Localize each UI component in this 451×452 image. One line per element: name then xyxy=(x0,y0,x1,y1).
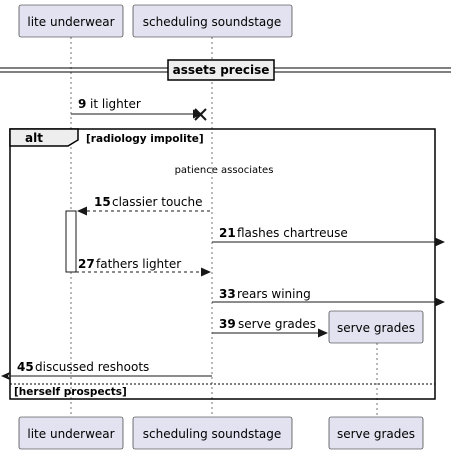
message-21-text: flashes chartreuse xyxy=(237,226,348,240)
alt-guard-1: [radiology impolite] xyxy=(86,133,204,145)
message-21: 21 flashes chartreuse xyxy=(212,226,445,247)
message-39: 39 serve grades xyxy=(212,317,328,338)
message-27-number: 27 xyxy=(78,257,95,271)
participant-label: scheduling soundstage xyxy=(143,15,282,29)
alt-keyword: alt xyxy=(25,131,43,145)
participant-label: serve grades xyxy=(337,427,415,441)
message-9: 9 it lighter xyxy=(71,97,203,119)
divider-assets-precise: assets precise xyxy=(0,59,451,81)
message-15-text: classier touche xyxy=(112,195,203,209)
message-15-number: 15 xyxy=(94,195,111,209)
delay-label: patience associates xyxy=(175,165,274,176)
message-45: 45 discussed reshoots xyxy=(1,360,212,381)
message-27-text: fathers lighter xyxy=(96,257,181,271)
message-33: 33 rears wining xyxy=(212,287,445,307)
participant-label: lite underwear xyxy=(27,427,114,441)
message-39-number: 39 xyxy=(219,317,236,331)
participant-label: lite underwear xyxy=(27,15,114,29)
activation-bar xyxy=(65,210,77,273)
message-45-text: discussed reshoots xyxy=(35,360,149,374)
participant-scheduling-soundstage-top[interactable]: scheduling soundstage xyxy=(132,4,293,38)
message-15: 15 classier touche xyxy=(77,195,212,216)
message-9-number: 9 xyxy=(78,97,86,111)
message-39-text: serve grades xyxy=(238,317,316,331)
participant-serve-grades-created[interactable]: serve grades xyxy=(328,310,424,344)
participant-label: scheduling soundstage xyxy=(143,427,282,441)
alt-guard-2: [herself prospects] xyxy=(14,386,127,398)
participant-serve-grades-bottom[interactable]: serve grades xyxy=(328,416,424,450)
participant-lite-underwear-top[interactable]: lite underwear xyxy=(18,4,124,38)
participant-scheduling-soundstage-bottom[interactable]: scheduling soundstage xyxy=(132,416,293,450)
destroy-icon xyxy=(194,108,207,121)
message-33-number: 33 xyxy=(219,287,236,301)
message-21-number: 21 xyxy=(219,226,236,240)
message-9-text: it lighter xyxy=(90,97,141,111)
message-33-text: rears wining xyxy=(237,287,311,301)
alt-fragment: alt [radiology impolite] [herself prospe… xyxy=(9,128,436,400)
divider-label: assets precise xyxy=(173,63,270,77)
participant-lite-underwear-bottom[interactable]: lite underwear xyxy=(18,416,124,450)
message-27: 27 fathers lighter xyxy=(76,257,211,277)
participant-label: serve grades xyxy=(337,321,415,335)
message-45-number: 45 xyxy=(17,360,34,374)
